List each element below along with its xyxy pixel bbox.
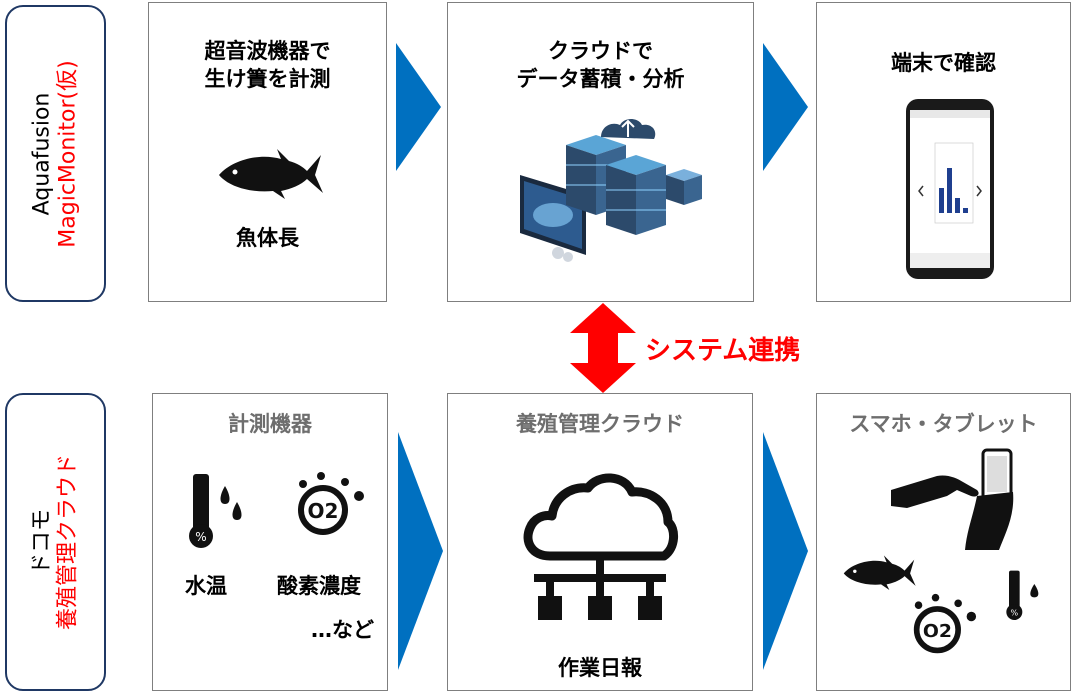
thermometer-icon: % — [189, 474, 242, 548]
top-side-label: Aquafusion MagicMonitor(仮) — [5, 5, 106, 302]
cloud-title-line1: クラウドで — [548, 39, 653, 63]
device-check-title: 端末で確認 — [891, 51, 996, 75]
svg-text:O2: O2 — [308, 499, 339, 523]
flow-arrow-1 — [396, 43, 441, 171]
oxygen-icon-small: O2 — [913, 593, 977, 654]
cloud-analysis-box: クラウドで データ蓄積・分析 — [447, 2, 754, 302]
etc-label: …など — [311, 618, 374, 642]
ultrasonic-title-line1: 超音波機器で — [204, 39, 331, 63]
measurement-device-title: 計測機器 — [228, 412, 312, 436]
thermometer-icon-small: % — [1006, 570, 1039, 620]
bottom-side-line2: 養殖管理クラウド — [55, 453, 81, 631]
aquaculture-cloud-title: 養殖管理クラウド — [516, 412, 684, 436]
fish-length-label: 魚体長 — [236, 226, 299, 250]
svg-text:%: % — [1011, 608, 1019, 617]
smartphone-tablet-box: スマホ・タブレット % O2 — [816, 393, 1071, 691]
water-temp-label: 水温 — [185, 574, 227, 598]
work-report-label: 作業日報 — [558, 656, 642, 680]
system-link-arrow — [570, 303, 636, 393]
hand-phone-icon — [891, 448, 1014, 550]
svg-text:%: % — [195, 530, 206, 544]
cloud-network-icon — [523, 473, 678, 620]
flow-arrow-3 — [398, 432, 443, 670]
flow-arrow-4 — [763, 432, 808, 670]
cloud-title-line2: データ蓄積・分析 — [516, 67, 685, 91]
ultrasonic-title-line2: 生け簀を計測 — [204, 67, 331, 91]
fish-icon-small — [843, 555, 916, 590]
oxygen-level-label: 酸素濃度 — [277, 574, 361, 598]
oxygen-icon: O2 — [298, 472, 364, 535]
measurement-device-box: 計測機器 % O2 水温 酸素濃度 …など — [152, 393, 388, 691]
svg-text:O2: O2 — [923, 621, 952, 642]
top-side-line2: MagicMonitor(仮) — [55, 59, 81, 248]
aquaculture-cloud-box: 養殖管理クラウド 作業日報 — [447, 393, 753, 691]
flow-arrow-2 — [763, 43, 808, 171]
bottom-side-label: ドコモ 養殖管理クラウド — [5, 393, 106, 691]
ultrasonic-measure-box: 超音波機器で 生け簀を計測 魚体長 — [148, 2, 387, 302]
fish-icon — [219, 149, 323, 199]
bottom-side-line1: ドコモ — [29, 508, 55, 576]
system-link-label: システム連携 — [645, 336, 801, 366]
top-side-line1: Aquafusion — [29, 92, 55, 215]
server-cloud-illustration-icon — [520, 119, 702, 262]
device-check-box: 端末で確認 — [816, 2, 1071, 302]
smartphone-app-icon — [906, 99, 994, 279]
smartphone-tablet-title: スマホ・タブレット — [849, 412, 1038, 436]
